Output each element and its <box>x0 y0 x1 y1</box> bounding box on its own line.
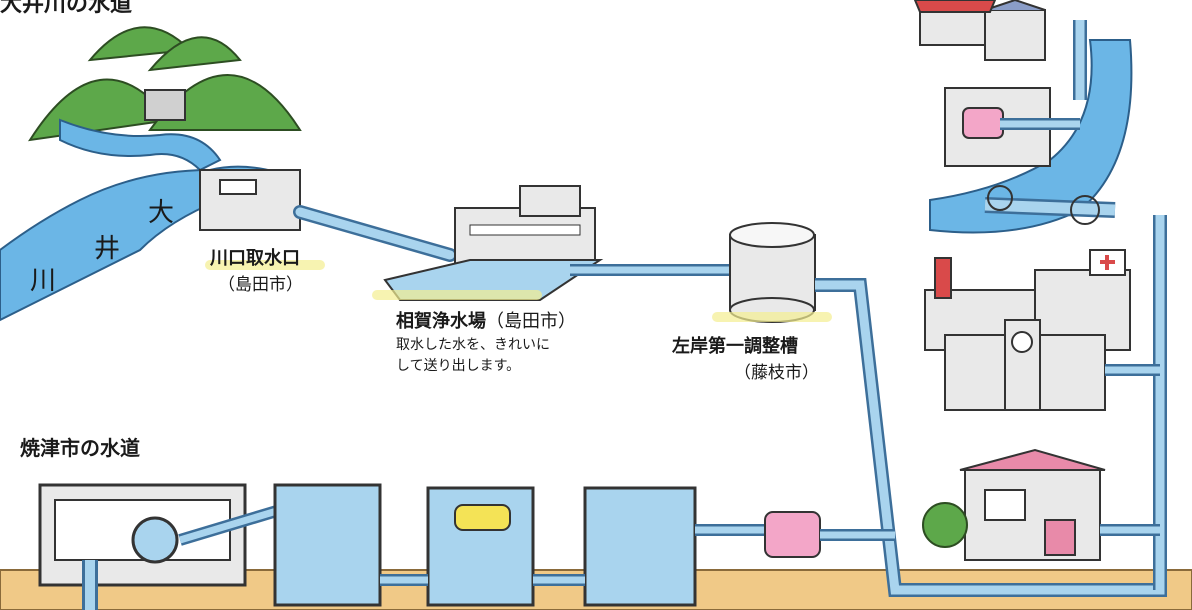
aika-plant-desc-line1: 取水した水を、きれいに <box>396 337 550 353</box>
aika-plant-name: 相賀浄水場 <box>396 311 486 332</box>
river-label-char2: 井 <box>94 234 121 264</box>
title-yaizu-water: 焼津市の水道 <box>20 436 140 460</box>
factory-hospital-school <box>924 249 1160 411</box>
highlight-aika <box>372 290 542 300</box>
highlight-kawaguchi <box>205 260 325 270</box>
house-top-right <box>913 0 1046 61</box>
highlight-sagan <box>712 312 832 322</box>
sagan-tank-name: 左岸第一調整槽 <box>672 336 798 357</box>
kawaguchi-intake-name: 川口取水口 <box>210 248 300 269</box>
yaizu-waterworks <box>38 483 895 610</box>
title-oi-river-water: 大井川の水道 <box>0 0 133 17</box>
river-label-char3: 川 <box>30 266 57 296</box>
river-pipe-bridge <box>984 185 1116 225</box>
river-label-char1: 大 <box>148 198 175 228</box>
house-bottom-right <box>922 448 1160 561</box>
sagan-tank-city: （藤枝市） <box>734 363 819 383</box>
aika-water-plant <box>383 185 604 301</box>
aika-plant-heading: 相賀浄水場（島田市） <box>396 307 576 333</box>
kawaguchi-intake-city: （島田市） <box>218 275 303 295</box>
aika-plant-desc-line2: して送り出します。 <box>396 358 521 374</box>
right-river <box>929 39 1133 234</box>
pump-station-right <box>944 87 1080 167</box>
kawaguchi-intake-building <box>199 169 301 231</box>
sagan-adjustment-tank <box>729 222 816 323</box>
aika-plant-city: （島田市） <box>486 311 576 332</box>
